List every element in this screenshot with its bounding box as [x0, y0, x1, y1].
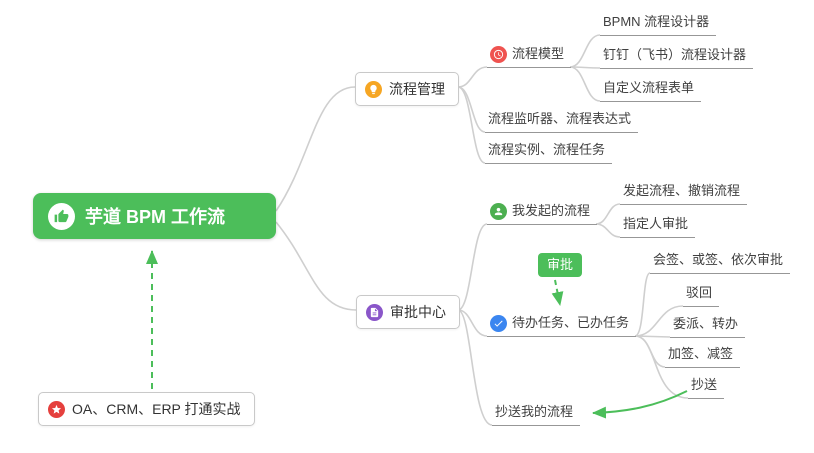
node-add-reduce-sign[interactable]: 加签、减签	[665, 345, 741, 368]
node-cc-my-process[interactable]: 抄送我的流程	[492, 403, 581, 426]
lightbulb-icon	[365, 80, 382, 98]
node-custom-process-form[interactable]: 自定义流程表单	[600, 79, 702, 102]
node-delegate-transfer[interactable]: 委派、转办	[670, 315, 746, 338]
star-icon	[48, 400, 65, 418]
node-countersign[interactable]: 会签、或签、依次审批	[650, 251, 791, 274]
approval-badge[interactable]: 审批	[538, 253, 583, 277]
node-initiate-cancel-process[interactable]: 发起流程、撤销流程	[620, 182, 748, 205]
node-dingtalk-feishu-designer[interactable]: 钉钉（飞书）流程设计器	[600, 46, 754, 69]
root-label: 芋道 BPM 工作流	[85, 207, 226, 227]
node-label: 我发起的流程	[512, 203, 591, 218]
node-listener-expression[interactable]: 流程监听器、流程表达式	[485, 110, 639, 133]
node-label: BPMN 流程设计器	[603, 14, 710, 29]
node-label: 流程管理	[389, 81, 445, 97]
thumbs-up-icon	[48, 202, 75, 230]
node-label: 钉钉（飞书）流程设计器	[603, 47, 747, 62]
node-label: 待办任务、已办任务	[512, 315, 630, 330]
node-instance-task[interactable]: 流程实例、流程任务	[485, 141, 613, 164]
node-bpmn-designer[interactable]: BPMN 流程设计器	[600, 13, 717, 36]
badge-label: 审批	[547, 257, 574, 272]
node-process-model[interactable]: 流程模型	[487, 45, 572, 68]
node-assignee-approval[interactable]: 指定人审批	[620, 215, 696, 238]
node-oa-crm-erp-note[interactable]: OA、CRM、ERP 打通实战	[38, 392, 255, 426]
node-label: 审批中心	[390, 304, 446, 320]
node-label: 抄送我的流程	[495, 404, 574, 419]
node-label: 自定义流程表单	[603, 80, 695, 95]
node-label: 委派、转办	[673, 316, 739, 331]
node-approval-center[interactable]: 审批中心	[356, 295, 460, 329]
node-label: 发起流程、撤销流程	[623, 183, 741, 198]
node-label: 流程实例、流程任务	[488, 142, 606, 157]
arrow-cc-to-ccmy	[592, 390, 688, 419]
node-my-initiated-process[interactable]: 我发起的流程	[487, 202, 598, 225]
node-label: 指定人审批	[623, 216, 689, 231]
node-label: 流程监听器、流程表达式	[488, 111, 632, 126]
node-label: 加签、减签	[668, 346, 734, 361]
clock-icon	[490, 45, 507, 63]
node-process-management[interactable]: 流程管理	[355, 72, 459, 106]
node-todo-done-tasks[interactable]: 待办任务、已办任务	[487, 314, 637, 337]
node-reject[interactable]: 驳回	[683, 284, 720, 307]
root-node-bpm-workflow[interactable]: 芋道 BPM 工作流	[33, 193, 276, 239]
check-icon	[490, 314, 507, 332]
node-label: 抄送	[691, 377, 718, 392]
node-label: 会签、或签、依次审批	[653, 252, 784, 267]
user-icon	[490, 202, 507, 220]
node-label: 流程模型	[512, 46, 565, 61]
arrow-badge-to-todo	[551, 279, 564, 306]
node-label: OA、CRM、ERP 打通实战	[72, 401, 241, 417]
node-label: 驳回	[686, 285, 713, 300]
node-cc[interactable]: 抄送	[688, 376, 725, 399]
document-icon	[366, 303, 383, 321]
